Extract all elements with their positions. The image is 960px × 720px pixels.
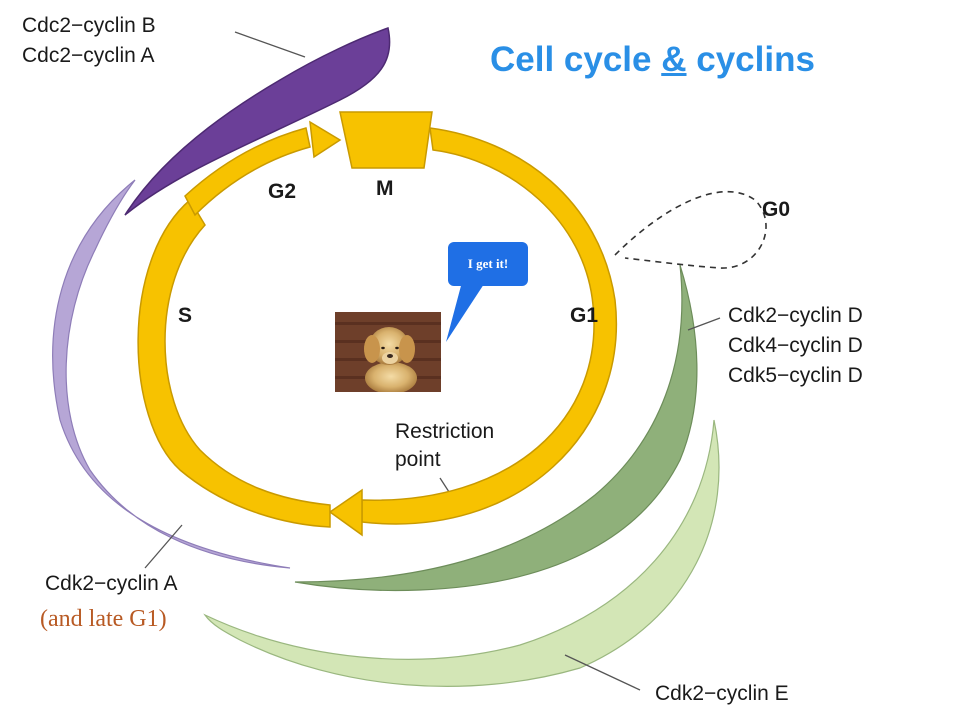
speech-bubble-tail — [446, 282, 484, 342]
restriction-arrowhead — [328, 488, 363, 537]
label-cdk2-cyclin-d: Cdk2−cyclin D — [728, 304, 863, 327]
late-g1-note: (and late G1) — [40, 606, 167, 632]
restriction-point-line1: Restriction — [395, 420, 494, 443]
g0-loop — [614, 190, 767, 269]
cdc2-cyclin-band — [124, 27, 391, 216]
restriction-point-line2: point — [395, 448, 441, 471]
puppy-photo — [335, 312, 441, 392]
label-cdc2-cyclin-b: Cdc2−cyclin B — [22, 14, 156, 37]
label-cdk5-cyclin-d: Cdk5−cyclin D — [728, 364, 863, 387]
cyclin-d-band — [294, 264, 698, 592]
page-title: Cell cycle & cyclins — [490, 40, 815, 79]
label-cdk2-cyclin-e: Cdk2−cyclin E — [655, 682, 789, 705]
phase-g0: G0 — [762, 198, 790, 221]
label-cdk2-cyclin-a: Cdk2−cyclin A — [45, 572, 177, 595]
cdk2-cyclin-a-band — [52, 179, 291, 569]
phase-m: M — [376, 177, 394, 200]
label-cdk4-cyclin-d: Cdk4−cyclin D — [728, 334, 863, 357]
cycle-ring — [137, 111, 618, 537]
phase-g2: G2 — [268, 180, 296, 203]
speech-bubble: I get it! — [448, 242, 528, 286]
label-cdc2-cyclin-a: Cdc2−cyclin A — [22, 44, 154, 67]
cyclin-e-band — [203, 419, 720, 687]
phase-s: S — [178, 304, 192, 327]
phase-g1: G1 — [570, 304, 598, 327]
